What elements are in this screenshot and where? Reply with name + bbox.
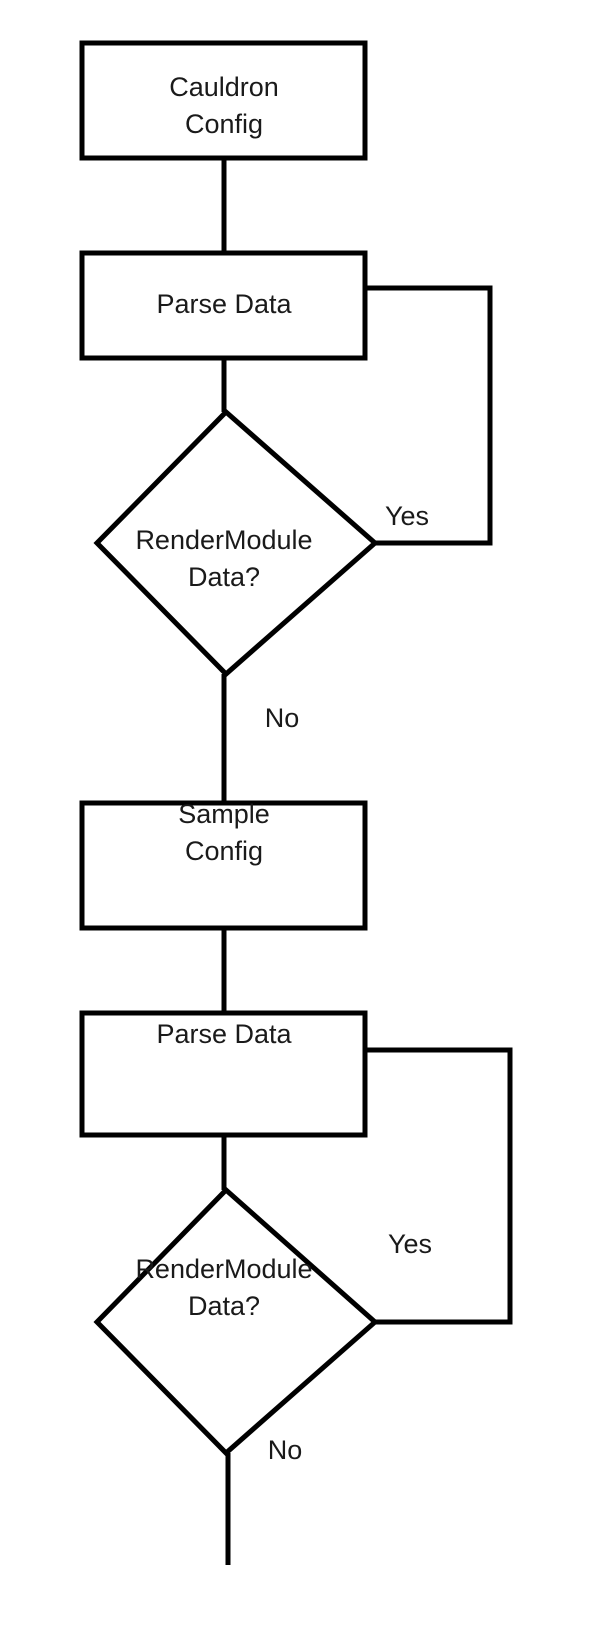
node-sample-config-label-line1: Sample bbox=[178, 799, 270, 829]
node-decision-render-module-data-2[interactable]: RenderModule Data? bbox=[93, 1186, 379, 1457]
node-decision-2-diamond[interactable] bbox=[93, 1186, 379, 1457]
node-decision-1-label-line2: Data? bbox=[188, 562, 260, 592]
edge-label-yes-1: Yes bbox=[385, 501, 429, 531]
node-parse-data-1-label: Parse Data bbox=[156, 289, 292, 319]
node-decision-2-label-line1: RenderModule bbox=[135, 1254, 312, 1284]
node-parse-data-1-box[interactable] bbox=[79, 250, 368, 361]
node-decision-1-diamond[interactable] bbox=[93, 408, 379, 678]
node-decision-render-module-data-1[interactable]: RenderModule Data? bbox=[93, 408, 379, 678]
node-decision-1-label-line1: RenderModule bbox=[135, 525, 312, 555]
edge-label-no-2: No bbox=[268, 1435, 303, 1465]
node-cauldron-config[interactable]: Cauldron Config bbox=[79, 40, 368, 161]
node-parse-data-1[interactable]: Parse Data bbox=[79, 250, 368, 361]
connector-decision-2-yes-loop bbox=[365, 1047, 513, 1325]
edge-label-yes-2: Yes bbox=[388, 1229, 432, 1259]
node-parse-data-2-label: Parse Data bbox=[156, 1019, 292, 1049]
node-cauldron-config-box[interactable] bbox=[79, 40, 368, 161]
node-parse-data-2-box[interactable] bbox=[79, 1010, 368, 1138]
edge-label-no-1: No bbox=[265, 703, 300, 733]
node-sample-config-box[interactable] bbox=[79, 800, 368, 931]
connector-decision-1-yes-loop bbox=[365, 285, 493, 546]
node-parse-data-2[interactable]: Parse Data bbox=[79, 1010, 368, 1138]
node-sample-config-label-line2: Config bbox=[185, 836, 263, 866]
node-cauldron-config-label-line1: Cauldron bbox=[169, 72, 279, 102]
node-cauldron-config-label-line2: Config bbox=[185, 109, 263, 139]
node-decision-2-label-line2: Data? bbox=[188, 1291, 260, 1321]
node-sample-config[interactable]: Sample Config bbox=[79, 799, 368, 931]
